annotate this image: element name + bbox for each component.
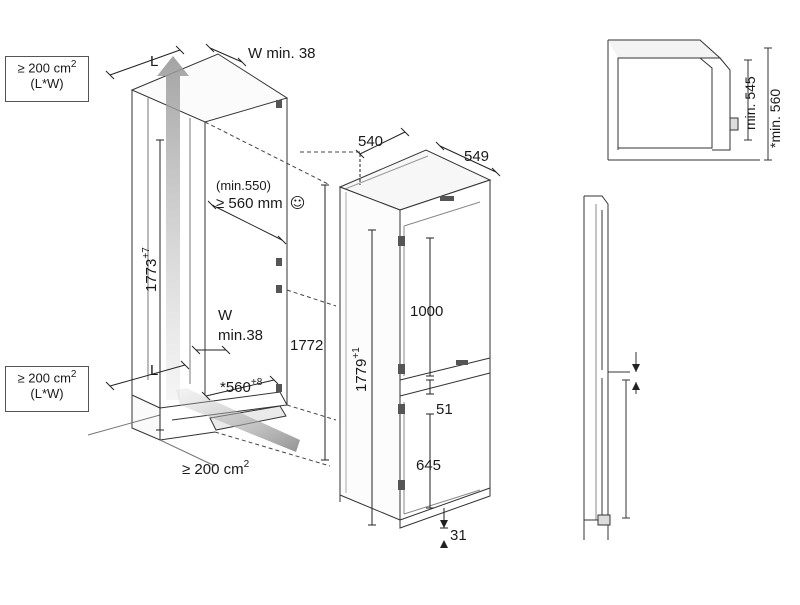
upper-door-label: 1000 [410,303,443,320]
appliance-hinges [398,196,468,490]
appliance-total-height-label: 1779+1 [351,347,370,392]
depth-required-label: ≥ 560 mm ☺ [216,194,305,212]
cabinet-hinges [276,100,282,392]
niche-height-label: 1773+7 [141,247,160,292]
vent-bottom-box: ≥ 200 cm2 (L*W) [5,366,89,412]
airflow-in-arrow [176,388,300,452]
detail-min-560-label: *min. 560 [767,89,783,148]
niche-width-label: *560+8 [220,377,263,396]
niche-dimensions [105,43,329,461]
airflow-up-arrow [157,56,189,400]
niche-L-bottom-label: L [150,362,158,379]
vent-top-area: ≥ 200 cm2 [17,59,77,76]
niche-W-label: W [218,307,233,324]
appliance-dimensions [355,127,501,548]
base-gap-label: 31 [450,527,467,544]
projection-lines [204,121,360,467]
depth-hint-label: (min.550) [216,178,271,193]
vent-top-formula: (L*W) [30,76,64,92]
niche-W-min-mid-label: min.38 [218,327,263,344]
appliance-depth-540-label: 540 [358,133,383,150]
niche-L-top-label: L [150,53,158,70]
detail-top-section [607,39,772,161]
floor-vent-label: ≥ 200 cm2 [182,459,250,478]
appliance-height-label: 1772 [290,337,323,354]
vent-top-box: ≥ 200 cm2 (L*W) [5,56,89,102]
gap-label: 51 [436,401,453,418]
vent-bottom-formula: (L*W) [30,386,64,402]
appliance-body [338,149,492,529]
appliance-depth-549-label: 549 [464,148,489,165]
lower-door-label: 645 [416,457,441,474]
niche-W-min-top-label: W min. 38 [248,45,316,62]
smiley-icon: ☺ [290,194,306,212]
detail-side-section [583,195,640,540]
detail-min-545-label: min. 545 [742,76,758,130]
airflow-arrows [157,56,300,452]
vent-bottom-area: ≥ 200 cm2 [17,369,77,386]
labels: L W min. 38 (min.550) ≥ 560 mm ☺ 1773+7 … [141,45,783,544]
